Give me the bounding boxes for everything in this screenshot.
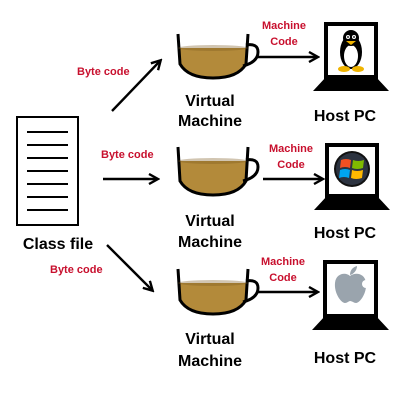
machine-code-label-3b: Code [269, 272, 297, 284]
machine-code-label-3a: Machine [261, 256, 305, 268]
windows-logo-icon [334, 151, 370, 187]
machine-code-label-2a: Machine [269, 143, 313, 155]
host-pc-label-1: Host PC [314, 108, 377, 125]
coffee-cup-icon [176, 33, 260, 80]
coffee-cup-icon [176, 146, 260, 197]
vm-label-line1: Virtual [185, 93, 235, 110]
linux-tux-icon [338, 30, 364, 72]
coffee-cup-icon [176, 268, 260, 316]
host-pc-label-2: Host PC [314, 225, 377, 242]
vm-label-line1: Virtual [185, 331, 235, 348]
host-pc-label-3: Host PC [314, 350, 377, 367]
class-file-document-icon [16, 116, 79, 226]
arrow-classfile-to-vm-1 [111, 61, 160, 112]
vm-label-line2: Machine [178, 113, 242, 130]
vm-label-line2: Machine [178, 353, 242, 370]
apple-logo-icon [334, 266, 370, 303]
byte-code-label-3: Byte code [50, 264, 103, 276]
class-file-label: Class file [23, 236, 93, 253]
byte-code-label-1: Byte code [77, 66, 130, 78]
machine-code-label-2b: Code [277, 159, 305, 171]
machine-code-label-1a: Machine [262, 20, 306, 32]
machine-code-label-1b: Code [270, 36, 298, 48]
vm-label-line2: Machine [178, 234, 242, 251]
arrow-classfile-to-vm-3 [106, 244, 152, 290]
vm-label-line1: Virtual [185, 213, 235, 230]
byte-code-label-2: Byte code [101, 149, 154, 161]
